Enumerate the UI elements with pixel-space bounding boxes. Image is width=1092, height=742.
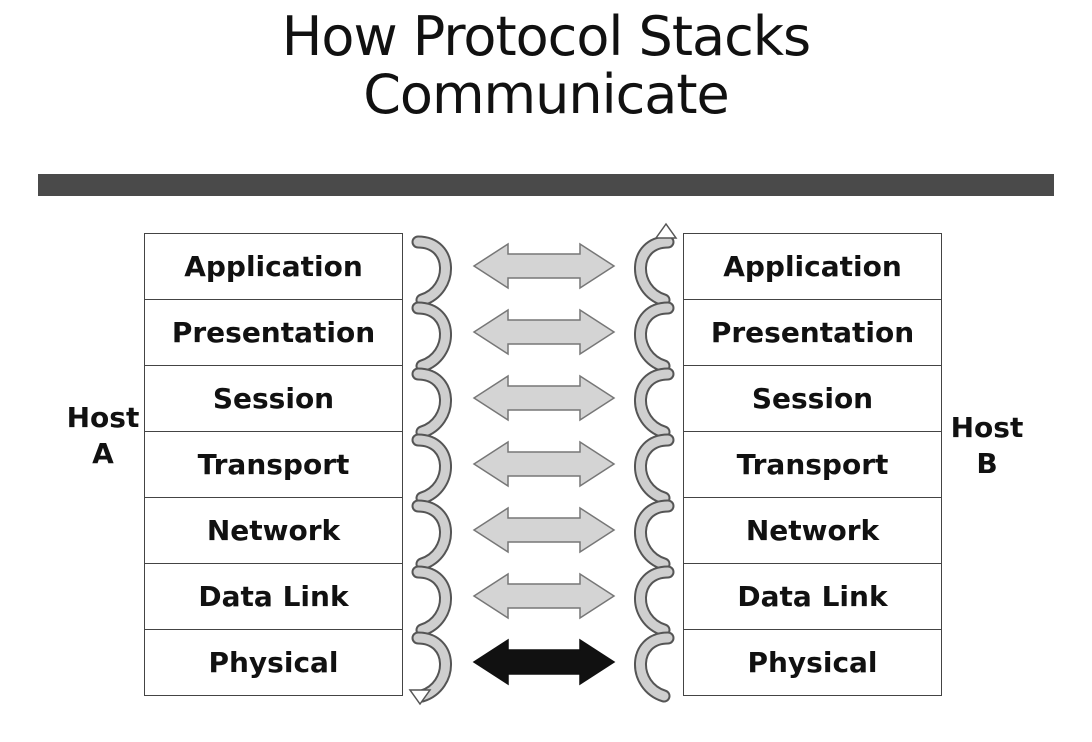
host-a-layer-application: Application — [145, 234, 402, 300]
slide-title-line2: Communicate — [363, 63, 730, 126]
host-b-layer-physical: Physical — [684, 630, 941, 696]
host-a-layer-network: Network — [145, 498, 402, 564]
host-b-spiral-segment — [636, 237, 673, 305]
host-a-layer-transport: Transport — [145, 432, 402, 498]
host-a-line2: A — [92, 437, 114, 470]
host-b-layer-network: Network — [684, 498, 941, 564]
slide-title: How Protocol Stacks Communicate — [0, 8, 1092, 124]
slide-title-line1: How Protocol Stacks — [281, 5, 811, 68]
host-a-spiral-segment — [413, 501, 450, 569]
host-b-spiral-segment — [636, 567, 673, 635]
host-a-label: Host A — [58, 400, 148, 472]
host-b-layer-session: Session — [684, 366, 941, 432]
host-a-layer-physical: Physical — [145, 630, 402, 696]
peer-arrows — [472, 242, 616, 686]
host-b-spiral-segment — [636, 303, 673, 371]
host-a-down-spiral-icon — [408, 235, 452, 706]
host-b-layer-data-link: Data Link — [684, 564, 941, 630]
host-a-spiral-segment — [413, 567, 450, 635]
host-b-layer-application: Application — [684, 234, 941, 300]
host-b-layer-transport: Transport — [684, 432, 941, 498]
virtual-link-arrow-4 — [472, 440, 616, 488]
host-a-stack: Application Presentation Session Transpo… — [144, 233, 403, 696]
host-a-spiral-segment — [413, 237, 450, 305]
host-a-spiral-segment — [413, 435, 450, 503]
host-b-spiral-segment — [636, 435, 673, 503]
host-b-spiral-segment — [636, 501, 673, 569]
host-b-line1: Host — [950, 411, 1024, 444]
host-b-up-spiral-icon — [634, 222, 678, 703]
host-b-line2: B — [976, 447, 998, 480]
host-a-layer-session: Session — [145, 366, 402, 432]
host-a-spiral-arrowhead-icon — [408, 689, 432, 706]
virtual-link-arrow-2 — [472, 308, 616, 356]
host-a-spiral-segment — [413, 369, 450, 437]
host-b-label: Host B — [942, 410, 1032, 482]
host-a-line1: Host — [66, 401, 140, 434]
host-a-layer-data-link: Data Link — [145, 564, 402, 630]
title-divider — [38, 174, 1054, 196]
host-a-spiral-segment — [413, 633, 450, 701]
host-a-spiral-segment — [413, 303, 450, 371]
physical-link-arrow — [472, 638, 616, 686]
virtual-link-arrow-5 — [472, 506, 616, 554]
virtual-link-arrow-1 — [472, 242, 616, 290]
host-b-stack: Application Presentation Session Transpo… — [683, 233, 942, 696]
virtual-link-arrow-3 — [472, 374, 616, 422]
host-b-spiral-segment — [636, 369, 673, 437]
host-b-spiral-arrowhead-icon — [654, 222, 678, 239]
virtual-link-arrow-6 — [472, 572, 616, 620]
host-b-layer-presentation: Presentation — [684, 300, 941, 366]
host-a-layer-presentation: Presentation — [145, 300, 402, 366]
host-b-spiral-segment — [636, 633, 673, 701]
